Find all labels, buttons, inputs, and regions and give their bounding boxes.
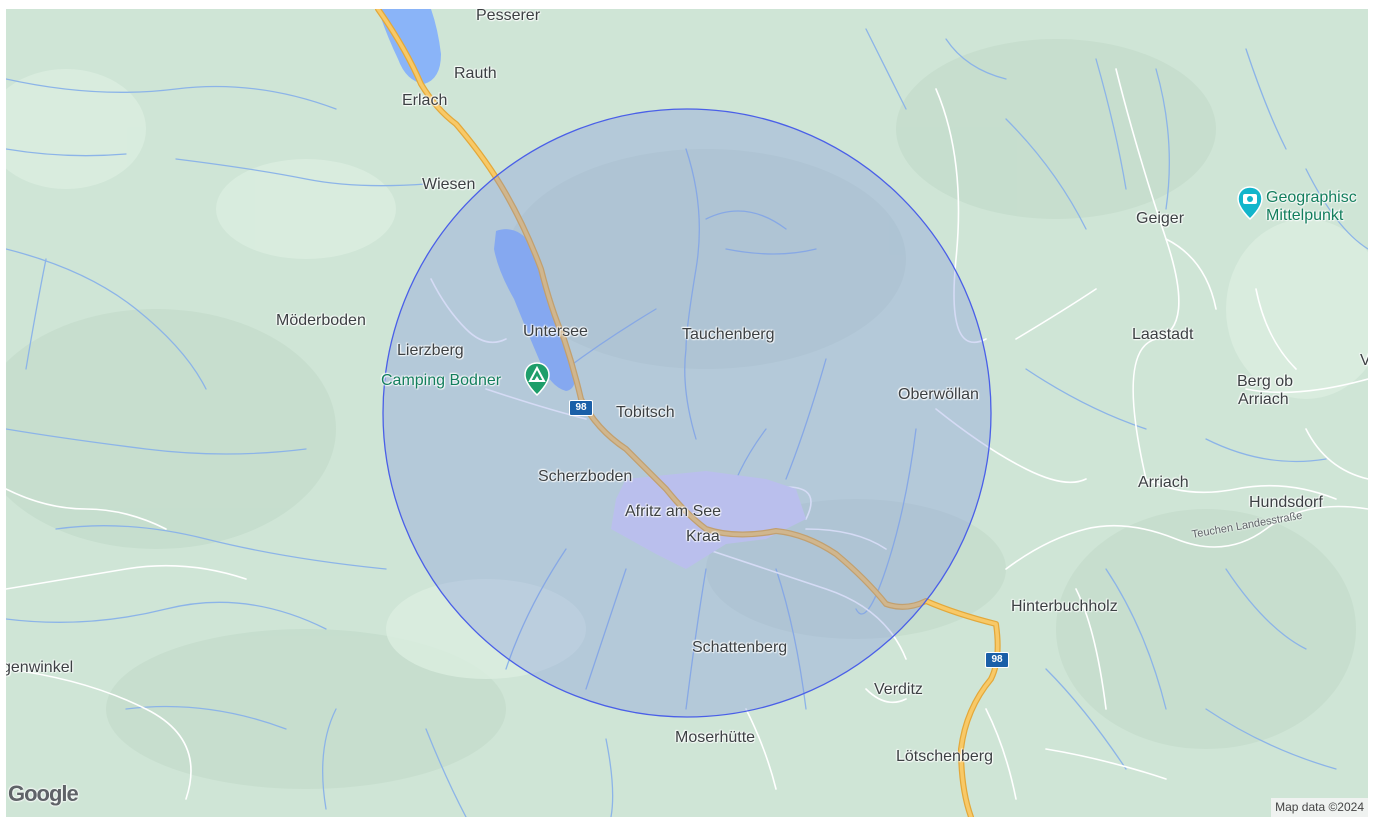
- rivers: [6, 28, 1368, 817]
- place-label-schattenberg[interactable]: Schattenberg: [692, 639, 788, 656]
- camera-icon[interactable]: [1237, 186, 1263, 220]
- road-98-fill: [376, 9, 1000, 817]
- place-label-berg-ob-arriach-line2[interactable]: Arriach: [1238, 391, 1289, 408]
- google-logo[interactable]: Google: [8, 781, 79, 806]
- place-label-rauth[interactable]: Rauth: [454, 65, 497, 82]
- poi-label-mittelpunkt[interactable]: Mittelpunkt: [1266, 207, 1344, 224]
- road-shield-98: 98: [985, 652, 1009, 668]
- radius-circle: [382, 108, 992, 718]
- place-label-laastadt[interactable]: Laastadt: [1132, 326, 1194, 343]
- map-canvas[interactable]: 98 98 Teuchen Landesstraße Pesserer Raut…: [6, 9, 1368, 817]
- place-label-tauchenberg[interactable]: Tauchenberg: [682, 326, 775, 343]
- place-label-untersee[interactable]: Untersee: [523, 323, 588, 340]
- minor-roads: [6, 68, 1368, 800]
- place-label-moderboden[interactable]: Möderboden: [276, 312, 366, 329]
- place-label-wiesen[interactable]: Wiesen: [422, 176, 476, 193]
- place-label-pesserer[interactable]: Pesserer: [476, 9, 541, 24]
- place-label-kraa[interactable]: Kraa: [686, 528, 720, 545]
- place-label-hundsdorf[interactable]: Hundsdorf: [1249, 494, 1323, 511]
- place-label-verditz[interactable]: Verditz: [874, 681, 923, 698]
- place-label-arriach[interactable]: Arriach: [1138, 474, 1189, 491]
- place-label-afritz[interactable]: Afritz am See: [625, 503, 722, 520]
- settlement-area: [611, 471, 806, 569]
- map-attribution[interactable]: Map data ©2024: [1271, 798, 1368, 817]
- place-label-moserhutte[interactable]: Moserhütte: [675, 729, 756, 746]
- place-label-scherzboden[interactable]: Scherzboden: [538, 468, 633, 485]
- place-label-genwinkel[interactable]: genwinkel: [6, 659, 74, 676]
- place-label-oberwollan[interactable]: Oberwöllan: [898, 386, 979, 403]
- road-shield-98: 98: [569, 400, 593, 416]
- camping-icon[interactable]: [524, 362, 550, 396]
- place-label-lotschenberg[interactable]: Lötschenberg: [896, 748, 993, 765]
- poi-label-geographischer[interactable]: Geographisc: [1266, 189, 1357, 206]
- place-label-erlach[interactable]: Erlach: [402, 92, 448, 109]
- place-label-berg-ob-arriach[interactable]: Berg ob: [1237, 373, 1294, 390]
- terrain-highlights: [6, 69, 1368, 679]
- poi-label-camping[interactable]: Camping Bodner: [381, 372, 502, 389]
- map-base-layer: [6, 9, 1368, 817]
- place-label-tobitsch[interactable]: Tobitsch: [616, 404, 675, 421]
- place-label-geiger[interactable]: Geiger: [1136, 210, 1185, 227]
- place-label-v-partial[interactable]: V: [1360, 352, 1368, 369]
- place-label-hinterbuchholz[interactable]: Hinterbuchholz: [1011, 598, 1118, 615]
- place-label-lierzberg[interactable]: Lierzberg: [397, 342, 464, 359]
